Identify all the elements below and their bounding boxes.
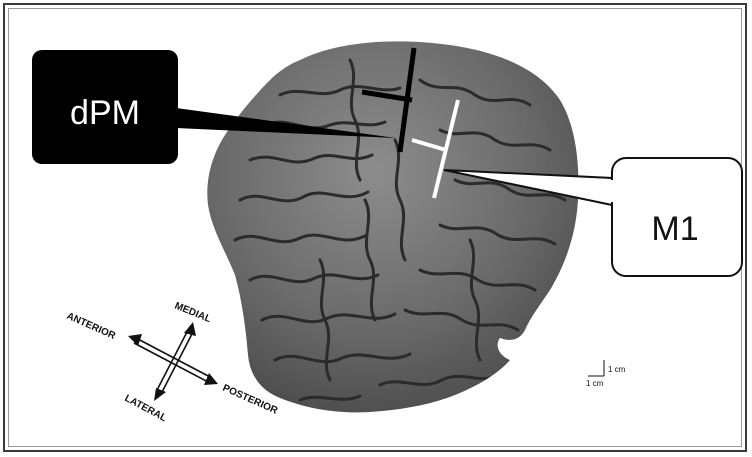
scale-vertical-label: 1 cm — [608, 365, 626, 374]
m1-label: M1 — [651, 210, 698, 248]
dpm-label: dPM — [70, 94, 140, 132]
compass-arrowheads — [128, 322, 218, 401]
scale-horizontal-label: 1 cm — [586, 379, 604, 388]
compass-lateral: LATERAL — [123, 393, 169, 424]
scale-bar: 1 cm 1 cm — [586, 360, 626, 388]
compass-medial: MEDIAL — [173, 301, 213, 326]
compass-arrows — [134, 330, 212, 394]
compass-anterior: ANTERIOR — [65, 311, 118, 343]
